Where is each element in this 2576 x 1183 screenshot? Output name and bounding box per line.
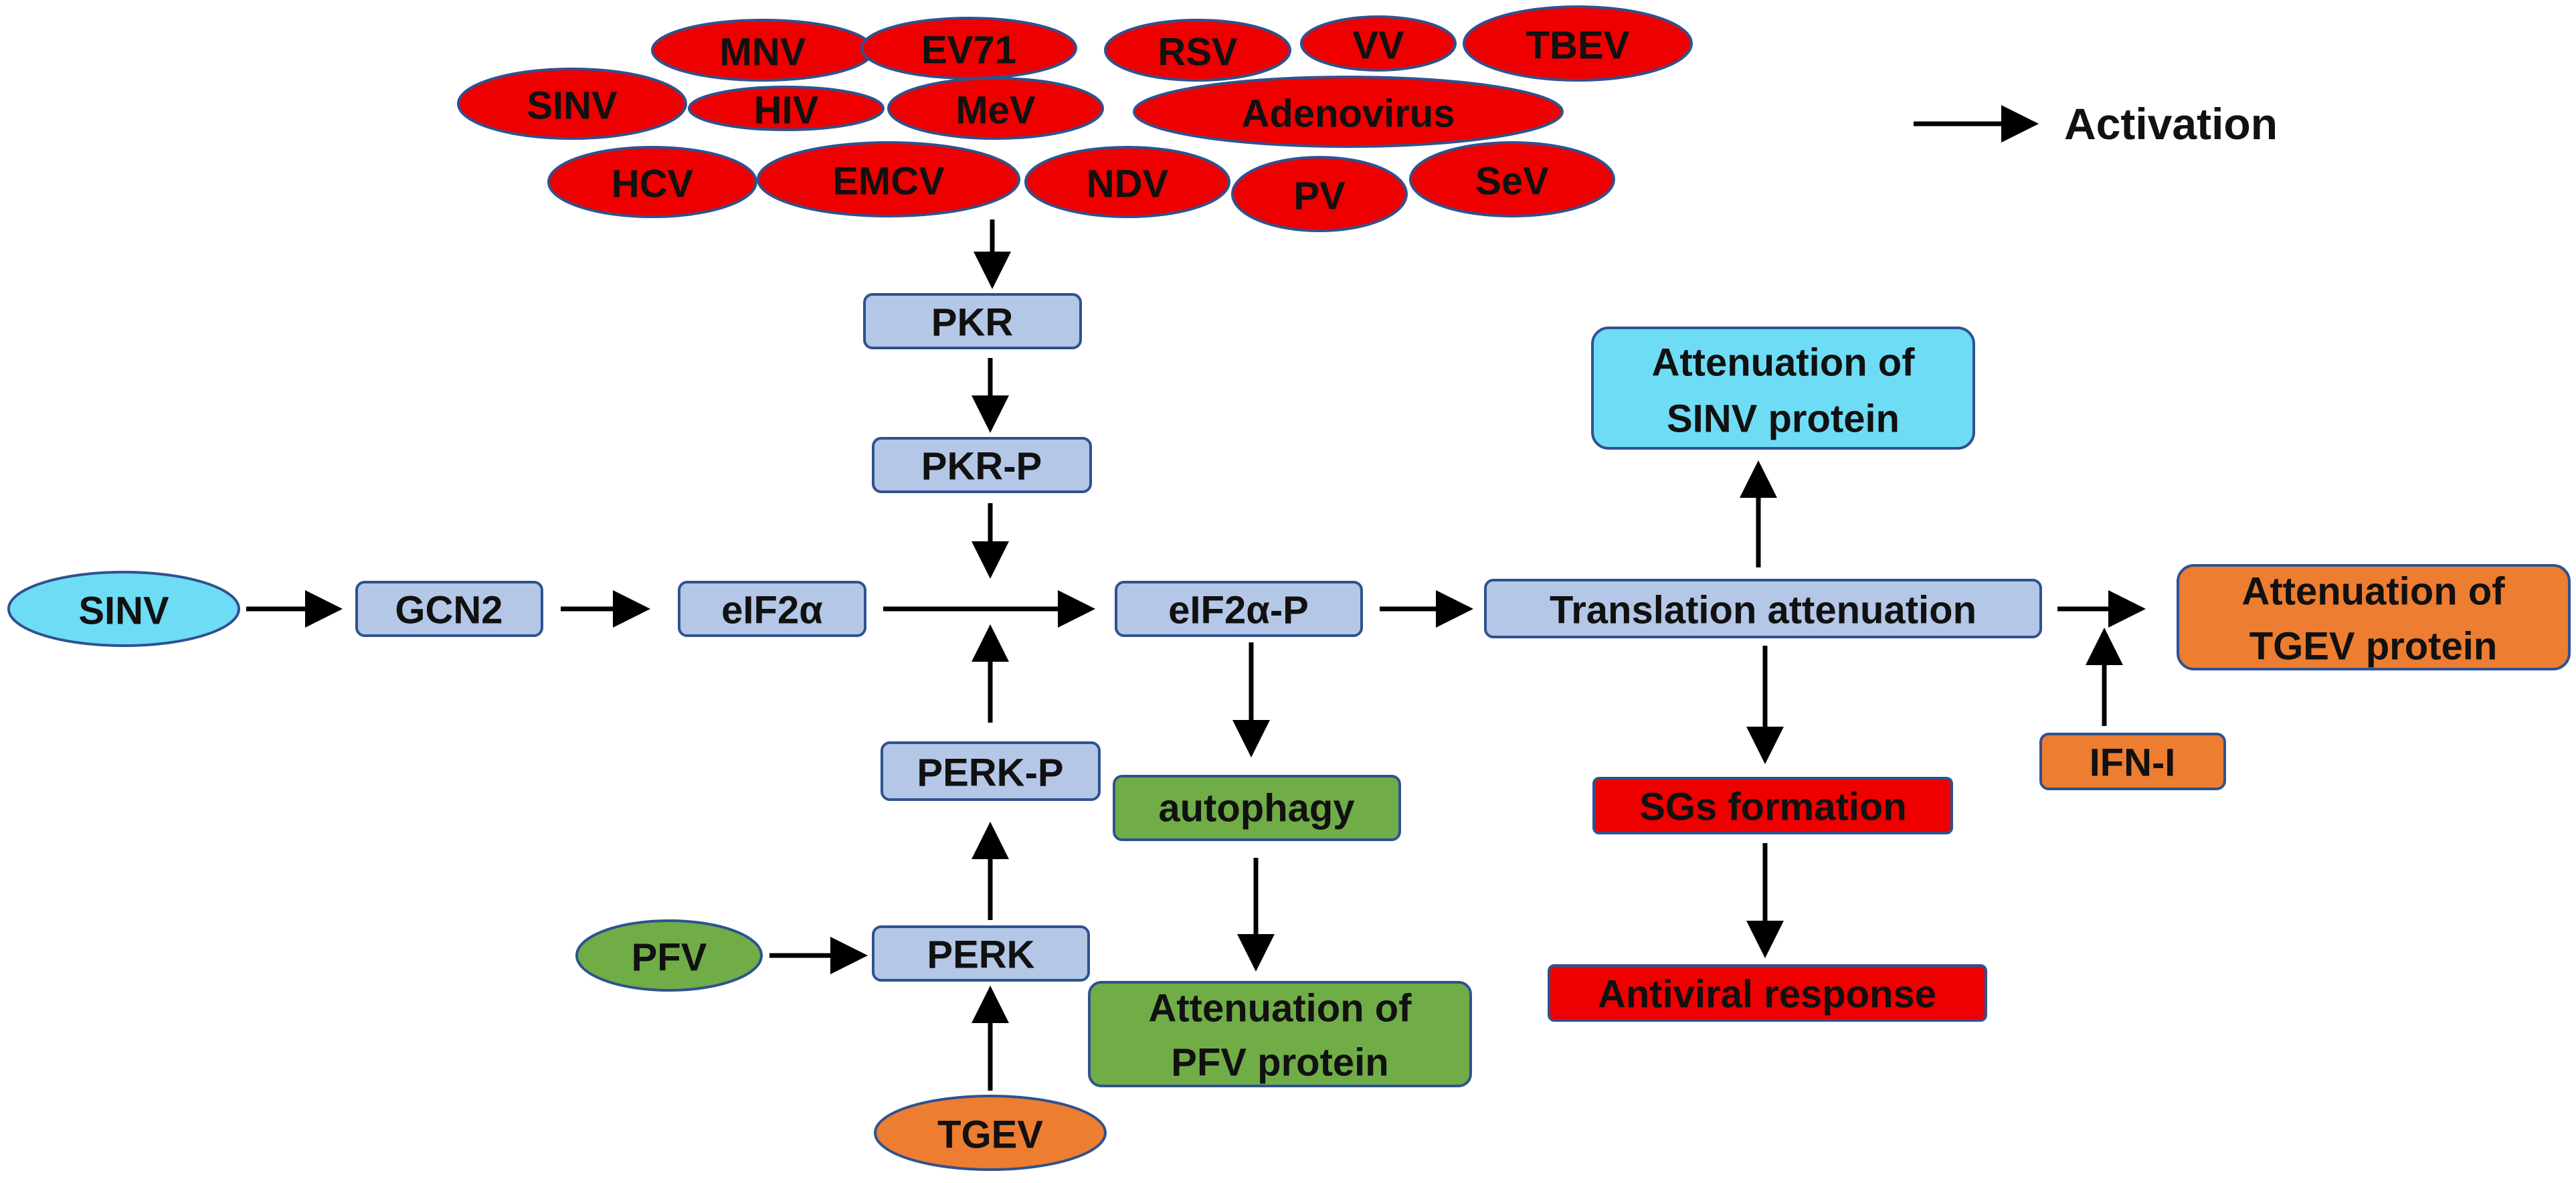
node-attenuation-pfv-line1: Attenuation of <box>1148 987 1412 1030</box>
node-sinv-label: SINV <box>78 589 169 633</box>
virus-ndv-label: NDV <box>1087 163 1169 206</box>
node-pkr: PKR <box>863 293 1082 349</box>
virus-mnv-label: MNV <box>720 31 806 74</box>
virus-adenovirus-label: Adenovirus <box>1241 92 1455 136</box>
node-pkr-p-label: PKR-P <box>921 445 1042 488</box>
legend-activation-label: Activation <box>2064 99 2278 149</box>
node-ifn-i: IFN-I <box>2039 733 2226 790</box>
node-tgev-label: TGEV <box>937 1113 1043 1157</box>
node-pkr-p: PKR-P <box>872 437 1092 493</box>
node-attenuation-tgev-line1: Attenuation of <box>2241 570 2505 614</box>
virus-emcv: EMCV <box>757 141 1020 217</box>
node-attenuation-pfv-line2: PFV protein <box>1171 1041 1388 1085</box>
node-sgs-formation-label: SGs formation <box>1639 786 1907 829</box>
node-autophagy-label: autophagy <box>1158 787 1354 830</box>
virus-sev: SeV <box>1409 141 1615 217</box>
node-attenuation-tgev-line2: TGEV protein <box>2249 625 2498 668</box>
virus-sinv: SINV <box>457 68 687 140</box>
node-eif2a-label: eIF2α <box>721 589 823 632</box>
node-perk: PERK <box>872 925 1090 982</box>
node-attenuation-sinv-line2: SINV protein <box>1667 397 1900 441</box>
legend: Activation <box>1914 99 2278 149</box>
node-ifn-i-label: IFN-I <box>2090 741 2176 785</box>
virus-pv: PV <box>1231 156 1408 232</box>
node-eif2a-p: eIF2α-P <box>1115 581 1363 637</box>
node-sgs-formation: SGs formation <box>1592 777 1953 834</box>
virus-ndv: NDV <box>1024 146 1230 218</box>
node-translation-attenuation-label: Translation attenuation <box>1550 589 1976 632</box>
virus-hiv: HIV <box>688 86 885 132</box>
virus-mnv: MNV <box>651 19 875 82</box>
node-attenuation-sinv: Attenuation of SINV protein <box>1591 327 1975 450</box>
node-translation-attenuation: Translation attenuation <box>1484 579 2042 638</box>
virus-mev: MeV <box>887 77 1104 140</box>
node-perk-p: PERK-P <box>881 741 1101 801</box>
virus-vv: VV <box>1300 15 1457 72</box>
node-eif2a-p-label: eIF2α-P <box>1168 589 1309 632</box>
virus-adenovirus: Adenovirus <box>1133 76 1564 148</box>
virus-tbev-label: TBEV <box>1526 24 1630 68</box>
virus-sinv-label: SINV <box>527 84 618 128</box>
virus-tbev: TBEV <box>1463 5 1693 82</box>
virus-ev71: EV71 <box>860 17 1077 80</box>
node-attenuation-sinv-line1: Attenuation of <box>1651 341 1915 385</box>
node-gcn2-label: GCN2 <box>395 589 502 632</box>
virus-hcv-label: HCV <box>612 163 694 206</box>
node-sinv-ellipse: SINV <box>7 571 240 647</box>
node-pfv-label: PFV <box>632 936 707 980</box>
virus-hcv: HCV <box>547 146 757 218</box>
node-eif2a: eIF2α <box>678 581 866 637</box>
node-antiviral-response-label: Antiviral response <box>1598 973 1936 1016</box>
virus-pv-label: PV <box>1293 175 1346 218</box>
virus-sev-label: SeV <box>1475 160 1549 203</box>
virus-mev-label: MeV <box>955 89 1036 132</box>
node-perk-p-label: PERK-P <box>917 751 1063 795</box>
node-attenuation-pfv: Attenuation of PFV protein <box>1088 981 1472 1087</box>
node-pfv-ellipse: PFV <box>575 919 763 992</box>
node-tgev-ellipse: TGEV <box>874 1095 1107 1171</box>
arrows <box>246 219 2146 1091</box>
node-perk-label: PERK <box>927 933 1034 977</box>
node-autophagy: autophagy <box>1113 775 1401 841</box>
virus-rsv: RSV <box>1104 19 1291 82</box>
node-gcn2: GCN2 <box>355 581 543 637</box>
virus-ev71-label: EV71 <box>921 29 1016 72</box>
virus-emcv-label: EMCV <box>832 160 945 203</box>
pathway-boxes: PKR PKR-P GCN2 eIF2α eIF2α-P Translation… <box>355 293 2042 982</box>
virus-rsv-label: RSV <box>1158 31 1238 74</box>
virus-cluster: MNV EV71 RSV VV TBEV SINV HIV MeV <box>457 5 1693 232</box>
node-antiviral-response: Antiviral response <box>1548 964 1987 1022</box>
node-pkr-label: PKR <box>931 301 1013 345</box>
node-attenuation-tgev: Attenuation of TGEV protein <box>2177 564 2571 670</box>
virus-vv-label: VV <box>1352 24 1404 68</box>
virus-hiv-label: HIV <box>754 89 819 132</box>
